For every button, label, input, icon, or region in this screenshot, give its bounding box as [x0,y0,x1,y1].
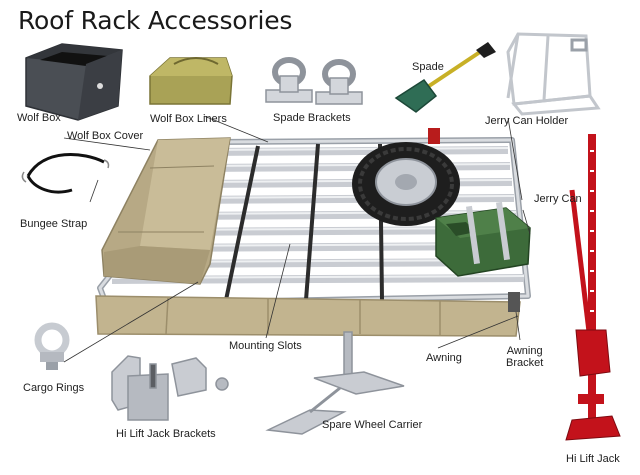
label-wolf-box-cover: Wolf Box Cover [67,130,144,142]
wolf-box-cover [101,137,231,285]
label-spade-brackets: Spade Brackets [273,112,351,124]
label-jerry-can: Jerry Can [534,193,582,205]
page-title: Roof Rack Accessories [18,6,293,35]
label-awning-bracket-line1: Awning [506,345,543,357]
wolf-box-liners [149,57,233,105]
leader-lines [63,115,531,363]
label-spade: Spade [412,61,444,73]
label-hi-lift-jack: Hi Lift Jack [566,453,620,465]
label-wolf-box-liners: Wolf Box Liners [150,113,227,125]
bungee-strap [21,153,110,194]
label-bungee-strap: Bungee Strap [20,218,88,230]
hi-lift-jack-brackets [111,355,229,421]
cargo-ring [34,322,70,370]
label-spare-wheel-carrier: Spare Wheel Carrier [322,419,423,431]
spade-brackets [265,57,363,105]
label-awning: Awning [426,352,462,364]
label-hi-lift-jack-brackets: Hi Lift Jack Brackets [116,428,216,440]
spare-wheel-carrier [265,331,405,435]
label-cargo-rings: Cargo Rings [23,382,85,394]
awning-roll [95,292,521,337]
hi-lift-jack [565,134,621,441]
wolf-box [25,43,123,121]
jerry-can [435,201,531,277]
label-jerry-can-holder: Jerry Can Holder [485,115,569,127]
label-mounting-slots: Mounting Slots [229,340,302,352]
jerry-can-holder [506,32,601,116]
label-wolf-box: Wolf Box [17,112,61,124]
spade [394,42,496,113]
spare-wheel [352,142,460,226]
label-awning-bracket-line2: Bracket [506,357,544,369]
label-awning-bracket: Awning Bracket [506,345,543,369]
